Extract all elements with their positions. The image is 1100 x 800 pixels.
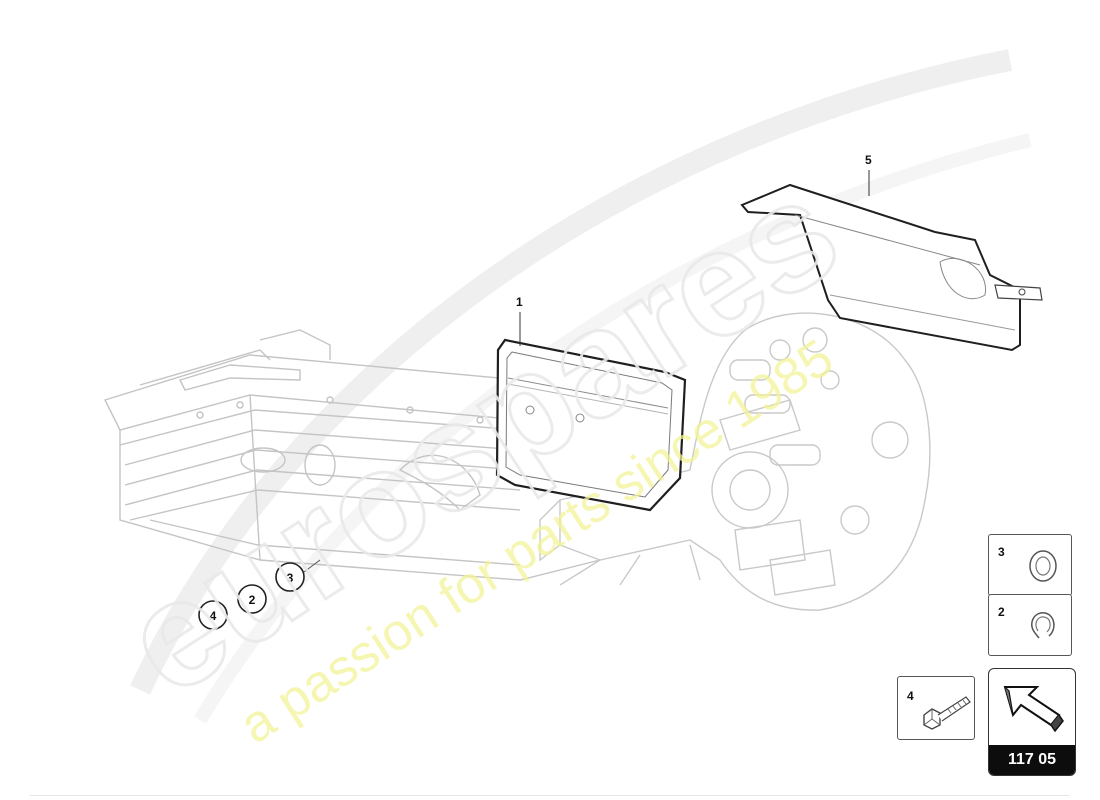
gearbox-housing [539, 312, 931, 611]
callout-ring-3 [275, 562, 305, 592]
legend-item-3: 3 [988, 534, 1072, 596]
watermark-swoosh [130, 49, 1032, 724]
legend-item-4-number: 4 [907, 689, 914, 703]
callout-ring-4-label: 4 [210, 609, 217, 623]
callout-ring-2 [237, 584, 267, 614]
bolt-icon [923, 696, 971, 730]
diagram-code-box: 117 05 [988, 668, 1076, 776]
legend-item-3-number: 3 [998, 545, 1005, 559]
callout-1: 1 [516, 295, 523, 309]
callout-ring-3-label: 3 [287, 571, 294, 585]
washer-icon [1029, 550, 1057, 582]
legend-item-4: 4 [897, 676, 975, 740]
legend-item-2-number: 2 [998, 605, 1005, 619]
diagram-code: 117 05 [989, 745, 1075, 775]
part-5-heat-shield [740, 170, 1043, 352]
split-washer-icon [1031, 612, 1055, 639]
callout-ring-4 [198, 600, 228, 630]
part-1-cover-plate [495, 312, 687, 512]
callout-ring-2-label: 2 [249, 593, 256, 607]
arrow-icon [1003, 686, 1064, 733]
legend-item-2: 2 [988, 594, 1072, 656]
bottom-rule [30, 795, 1070, 796]
callout-5: 5 [865, 153, 872, 167]
oil-sump [104, 329, 601, 581]
callout-ring-group: 4 2 3 [198, 559, 321, 630]
